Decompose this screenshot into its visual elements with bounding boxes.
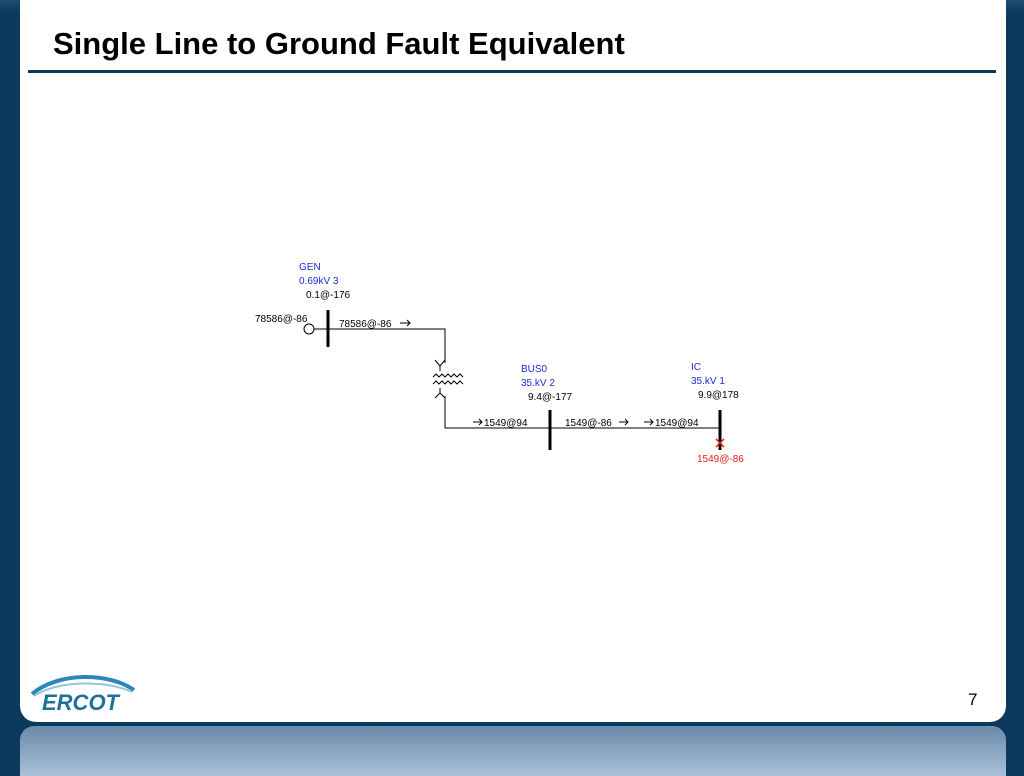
slide-title: Single Line to Ground Fault Equivalent — [53, 26, 625, 61]
slide: Single Line to Ground Fault Equivalent E… — [20, 0, 1006, 722]
bus0-voltage: 35.kV 2 — [521, 378, 555, 389]
gen-voltage: 0.69kV 3 — [299, 276, 339, 287]
gen-branch-flow: 78586@-86 — [339, 319, 392, 330]
ic-value: 9.9@178 — [698, 390, 739, 401]
gen-to-transformer-line — [328, 328, 446, 363]
ercot-logo-icon: ERCOT — [30, 674, 136, 715]
bus0-flow-out: 1549@-86 — [565, 418, 612, 429]
gen-source-current: 78586@-86 — [255, 314, 308, 325]
page-number: 7 — [968, 690, 978, 709]
ic-fault-current: 1549@-86 — [697, 454, 744, 465]
bus0-name: BUS0 — [521, 364, 548, 375]
footer-band — [20, 726, 1006, 776]
title-divider — [28, 70, 996, 73]
ic-name: IC — [691, 362, 701, 373]
flow-arrow-icon — [644, 418, 654, 426]
flow-arrow-icon — [473, 418, 483, 426]
flow-arrow-icon — [400, 319, 411, 327]
bus0-value: 9.4@-177 — [528, 392, 573, 403]
logo-text: ERCOT — [42, 690, 121, 715]
gen-value: 0.1@-176 — [306, 290, 351, 301]
transformer-to-bus0-line — [444, 396, 550, 429]
fault-marker-icon — [715, 438, 725, 448]
ic-voltage: 35.kV 1 — [691, 376, 725, 387]
transformer-icon — [432, 359, 464, 399]
generator-icon — [303, 323, 315, 335]
flow-arrow-icon — [619, 418, 629, 426]
bus0-flow-in: 1549@94 — [484, 418, 528, 429]
ic-flow-in: 1549@94 — [655, 418, 699, 429]
gen-name: GEN — [299, 262, 321, 273]
